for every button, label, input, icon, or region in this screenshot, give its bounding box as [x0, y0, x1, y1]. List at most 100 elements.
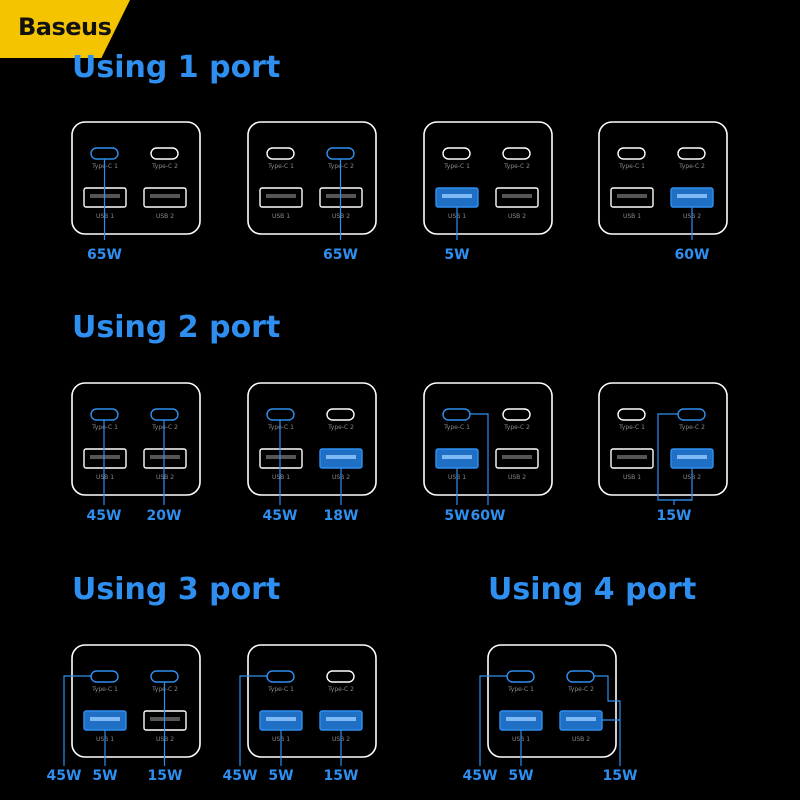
port-label-c2-s2-3: Type-C 2: [678, 424, 705, 431]
watt-label-s2-0-b: 20W: [147, 508, 182, 524]
heading-using-3-port: Using 3 port: [72, 572, 281, 607]
usb-port-tongue-u2-s2-1: [326, 455, 356, 459]
usb-port-tongue-u1-s1-1: [266, 194, 296, 198]
heading-using-4-port: Using 4 port: [488, 572, 697, 607]
port-label-c1-s2-3: Type-C 1: [618, 424, 645, 431]
callout-line-s2-2-b: [470, 413, 489, 505]
usb-port-u2-s1-2: [495, 187, 539, 208]
port-label-c1-s1-2: Type-C 1: [443, 163, 470, 170]
watt-label-s1-0: 65W: [87, 247, 122, 263]
usb-port-u1-s1-1: [259, 187, 303, 208]
watt-label-s1-3: 60W: [675, 247, 710, 263]
usb-port-tongue-u1-s2-3: [617, 455, 647, 459]
type-c-port-c2-s1-3: [677, 147, 706, 160]
usb-port-u1-s2-1: [259, 448, 303, 469]
port-label-c1-s3-0: Type-C 1: [91, 686, 118, 693]
callout-line-s4-a: [479, 675, 507, 766]
callout-line-s2-3-b: [674, 468, 693, 501]
type-c-port-c1-s2-2: [442, 408, 471, 421]
charger-panel-s2-3: [598, 382, 728, 496]
watt-label-s3-0-a: 45W: [47, 768, 82, 784]
charger-panel-s3-0: [71, 644, 201, 758]
type-c-port-c2-s1-1: [326, 147, 355, 160]
port-label-c1-s1-3: Type-C 1: [618, 163, 645, 170]
port-label-c1-s1-1: Type-C 1: [267, 163, 294, 170]
usb-port-tongue-u1-s2-2: [442, 455, 472, 459]
charger-panel-s1-1: [247, 121, 377, 235]
usb-port-u1-s2-3: [610, 448, 654, 469]
watt-label-s3-1-c: 15W: [324, 768, 359, 784]
watt-label-s4-b: 5W: [508, 768, 533, 784]
watt-label-s2-0-a: 45W: [87, 508, 122, 524]
usb-port-tongue-u1-s4-0: [506, 717, 536, 721]
callout-line-s4-c: [594, 675, 621, 766]
port-label-u2-s1-0: USB 2: [156, 213, 174, 220]
usb-port-tongue-u2-s2-0: [150, 455, 180, 459]
charger-panel-s3-1: [247, 644, 377, 758]
port-label-c1-s3-1: Type-C 1: [267, 686, 294, 693]
watt-label-s4-c: 15W: [603, 768, 638, 784]
watt-label-s3-0-c: 15W: [148, 768, 183, 784]
port-label-c2-s4-0: Type-C 2: [567, 686, 594, 693]
type-c-port-c1-s1-0: [90, 147, 119, 160]
port-label-u2-s1-2: USB 2: [508, 213, 526, 220]
type-c-port-c2-s2-1: [326, 408, 355, 421]
watt-label-s2-1-a: 45W: [263, 508, 298, 524]
usb-port-tongue-u2-s2-3: [677, 455, 707, 459]
type-c-port-c2-s2-2: [502, 408, 531, 421]
watt-label-s4-a: 45W: [463, 768, 498, 784]
watt-label-s2-2-a: 5W: [444, 508, 469, 524]
watt-label-s1-2: 5W: [444, 247, 469, 263]
heading-using-1-port: Using 1 port: [72, 50, 281, 85]
port-label-c1-s2-2: Type-C 1: [443, 424, 470, 431]
usb-port-tongue-u1-s1-2: [442, 194, 472, 198]
watt-label-s2-2-b: 60W: [471, 508, 506, 524]
watt-label-s3-1-b: 5W: [268, 768, 293, 784]
usb-port-tongue-u2-s1-2: [502, 194, 532, 198]
port-label-u2-s2-0: USB 2: [156, 474, 174, 481]
usb-port-tongue-u1-s1-3: [617, 194, 647, 198]
type-c-port-c2-s1-2: [502, 147, 531, 160]
type-c-port-c1-s2-3: [617, 408, 646, 421]
heading-using-2-port: Using 2 port: [72, 310, 281, 345]
usb-port-u2-s2-0: [143, 448, 187, 469]
watt-label-s1-1: 65W: [323, 247, 358, 263]
port-label-u1-s2-0: USB 1: [96, 474, 114, 481]
port-label-u2-s4-0: USB 2: [572, 736, 590, 743]
brand-logo-text: Baseus: [18, 13, 112, 41]
type-c-port-c1-s1-3: [617, 147, 646, 160]
port-label-u1-s1-1: USB 1: [272, 213, 290, 220]
usb-port-u1-s2-0: [83, 448, 127, 469]
type-c-port-c2-s3-1: [326, 670, 355, 683]
watt-label-s3-0-b: 5W: [92, 768, 117, 784]
type-c-port-c2-s2-3: [677, 408, 706, 421]
type-c-port-c2-s1-0: [150, 147, 179, 160]
type-c-port-c1-s3-1: [266, 670, 295, 683]
callout-line-s3-0-a: [63, 675, 91, 766]
usb-port-tongue-u2-s3-1: [326, 717, 356, 721]
type-c-port-c1-s4-0: [506, 670, 535, 683]
watt-label-s3-1-a: 45W: [223, 768, 258, 784]
usb-port-tongue-u1-s2-1: [266, 455, 296, 459]
port-label-u1-s2-3: USB 1: [623, 474, 641, 481]
watt-label-s2-3: 15W: [657, 508, 692, 524]
charger-panel-s1-3: [598, 121, 728, 235]
charger-panel-s1-0: [71, 121, 201, 235]
usb-port-tongue-u1-s2-0: [90, 455, 120, 459]
type-c-port-c2-s3-0: [150, 670, 179, 683]
port-label-c1-s4-0: Type-C 1: [507, 686, 534, 693]
port-label-c2-s1-0: Type-C 2: [151, 163, 178, 170]
type-c-port-c1-s2-0: [90, 408, 119, 421]
charger-panel-s4-0: [487, 644, 617, 758]
usb-port-tongue-u2-s1-0: [150, 194, 180, 198]
port-label-c2-s3-1: Type-C 2: [327, 686, 354, 693]
type-c-port-c1-s1-2: [442, 147, 471, 160]
watt-label-s2-1-b: 18W: [324, 508, 359, 524]
type-c-port-c2-s2-0: [150, 408, 179, 421]
usb-port-u1-s1-3: [610, 187, 654, 208]
port-label-u1-s2-1: USB 1: [272, 474, 290, 481]
port-label-u2-s2-2: USB 2: [508, 474, 526, 481]
port-label-c2-s2-1: Type-C 2: [327, 424, 354, 431]
usb-port-tongue-u1-s3-0: [90, 717, 120, 721]
